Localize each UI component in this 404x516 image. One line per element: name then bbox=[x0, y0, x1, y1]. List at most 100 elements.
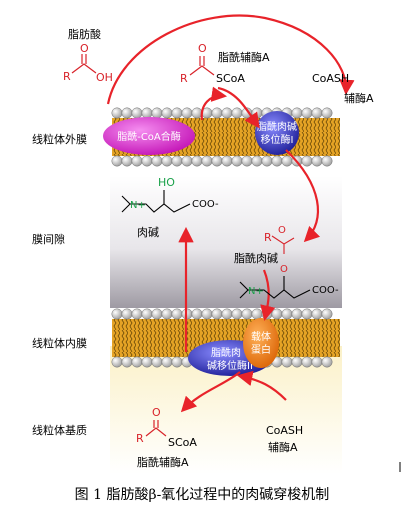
acyl-coa-bottom-r: R bbox=[136, 432, 144, 445]
carnitine-n-plus: N+ bbox=[130, 200, 146, 211]
lipid-head bbox=[161, 356, 173, 368]
lipid-head bbox=[161, 308, 173, 320]
acylcarnitine-n-plus: N+ bbox=[248, 286, 264, 297]
lipid-head bbox=[281, 308, 293, 320]
acyl-coa-synthetase-enzyme bbox=[103, 117, 195, 155]
lipid-head bbox=[251, 155, 263, 167]
lipid-head bbox=[111, 356, 123, 368]
carrier-label-line2: 蛋白 bbox=[251, 343, 271, 356]
coash-top: CoASH bbox=[312, 72, 349, 85]
intermembrane-space-region bbox=[110, 176, 342, 308]
lipid-head bbox=[141, 107, 153, 119]
lipid-head bbox=[151, 107, 163, 119]
acylcarnitine-o-top: O bbox=[278, 225, 286, 236]
fatty-acid-structure: 脂肪酸 R O OH bbox=[63, 27, 113, 84]
lipid-head bbox=[121, 308, 133, 320]
cpt1-label-line1: 脂酰肉碱 bbox=[257, 120, 297, 133]
arrow-coash-to-cpt2 bbox=[236, 370, 287, 401]
arrow-cpt1-to-acylcarnitine bbox=[285, 149, 321, 243]
cpt1-label-line2: 移位酶I bbox=[261, 133, 294, 146]
lipid-head bbox=[221, 308, 233, 320]
acylcarnitine-o-ester: O bbox=[280, 264, 288, 275]
lipid-head bbox=[251, 107, 263, 119]
lipid-head bbox=[251, 308, 263, 320]
lipid-head bbox=[161, 155, 173, 167]
figure-caption: 图 1 脂肪酸β-氧化过程中的肉碱穿梭机制 bbox=[74, 487, 330, 503]
acyl-coa-top-scoa: SCoA bbox=[216, 72, 245, 85]
acylcarnitine-label: 脂酰肉碱 bbox=[234, 251, 278, 265]
lipid-head bbox=[321, 356, 333, 368]
carnitine-label: 肉碱 bbox=[137, 226, 159, 239]
acylcarnitine-coo: COO- bbox=[312, 285, 339, 296]
lipid-head bbox=[211, 155, 223, 167]
inner-membrane-label: 线粒体内膜 bbox=[32, 336, 87, 350]
lipid-head bbox=[321, 107, 333, 119]
lipid-head bbox=[171, 308, 183, 320]
lipid-head bbox=[281, 155, 293, 167]
lipid-head bbox=[111, 155, 123, 167]
inner-membrane-bilayer bbox=[111, 308, 340, 368]
lipid-head bbox=[231, 107, 243, 119]
lipid-head bbox=[111, 308, 123, 320]
lipid-head bbox=[191, 155, 203, 167]
lipid-head bbox=[191, 308, 203, 320]
coenzyme-a-top: 辅酶A bbox=[344, 91, 374, 105]
lipid-head bbox=[231, 308, 243, 320]
acyl-coa-bottom-o: O bbox=[152, 406, 161, 419]
lipid-head bbox=[141, 308, 153, 320]
lipid-head bbox=[161, 107, 173, 119]
lipid-head bbox=[121, 356, 133, 368]
lipid-head bbox=[301, 356, 313, 368]
lipid-head bbox=[301, 107, 313, 119]
lipid-head bbox=[321, 308, 333, 320]
acyl-coa-top-structure: 脂酰辅酶A R O SCoA bbox=[180, 42, 270, 85]
lipid-head bbox=[281, 356, 293, 368]
acyl-coa-synthetase-label: 脂酰-CoA合酶 bbox=[117, 130, 181, 143]
outer-membrane-label: 线粒体外膜 bbox=[32, 132, 87, 146]
lipid-head bbox=[151, 308, 163, 320]
lipid-head bbox=[291, 107, 303, 119]
acylcarnitine-structure: R O 脂酰肉碱 O N+ COO- bbox=[234, 225, 339, 299]
lipid-head bbox=[141, 356, 153, 368]
lipid-head bbox=[211, 308, 223, 320]
carnitine-coo: COO- bbox=[192, 199, 219, 210]
lipid-head bbox=[201, 155, 213, 167]
carrier-protein bbox=[243, 318, 279, 368]
lipid-head bbox=[261, 155, 273, 167]
lipid-head bbox=[221, 155, 233, 167]
lipid-head bbox=[121, 155, 133, 167]
cpt2-label-line1: 脂酰肉 bbox=[211, 346, 241, 359]
cpt1-enzyme bbox=[255, 111, 299, 155]
coenzyme-a-bottom: 辅酶A bbox=[268, 440, 298, 454]
arrow-acylcarnitine-to-carrier bbox=[260, 269, 276, 322]
lipid-head bbox=[151, 155, 163, 167]
lipid-head bbox=[311, 107, 323, 119]
acyl-coa-bottom-label: 脂酰辅酶A bbox=[137, 455, 189, 469]
acyl-coa-bottom-scoa: SCoA bbox=[168, 436, 197, 449]
fatty-acid-o: O bbox=[80, 42, 89, 55]
lipid-head bbox=[271, 155, 283, 167]
lipid-head bbox=[311, 155, 323, 167]
intermembrane-space-label: 膜间隙 bbox=[32, 232, 65, 246]
lipid-head bbox=[321, 155, 333, 167]
acylcarnitine-r: R bbox=[264, 231, 272, 244]
lipid-head bbox=[271, 308, 283, 320]
lipid-head bbox=[201, 308, 213, 320]
lipid-head bbox=[121, 107, 133, 119]
lipid-head bbox=[171, 356, 183, 368]
lipid-head bbox=[231, 155, 243, 167]
acyl-coa-top-r: R bbox=[180, 72, 188, 85]
lipid-head bbox=[171, 107, 183, 119]
carnitine-structure: N+ HO COO- 肉碱 bbox=[121, 176, 219, 239]
carrier-label-line1: 载体 bbox=[251, 331, 271, 343]
lipid-head bbox=[291, 356, 303, 368]
coash-bottom: CoASH bbox=[266, 424, 303, 437]
lipid-head bbox=[311, 308, 323, 320]
lipid-head bbox=[131, 107, 143, 119]
acyl-coa-top-o: O bbox=[198, 42, 207, 55]
lipid-head bbox=[301, 155, 313, 167]
lipid-head bbox=[181, 155, 193, 167]
lipid-head bbox=[291, 308, 303, 320]
cpt2-label-line2: 碱移位酶II bbox=[207, 359, 253, 372]
